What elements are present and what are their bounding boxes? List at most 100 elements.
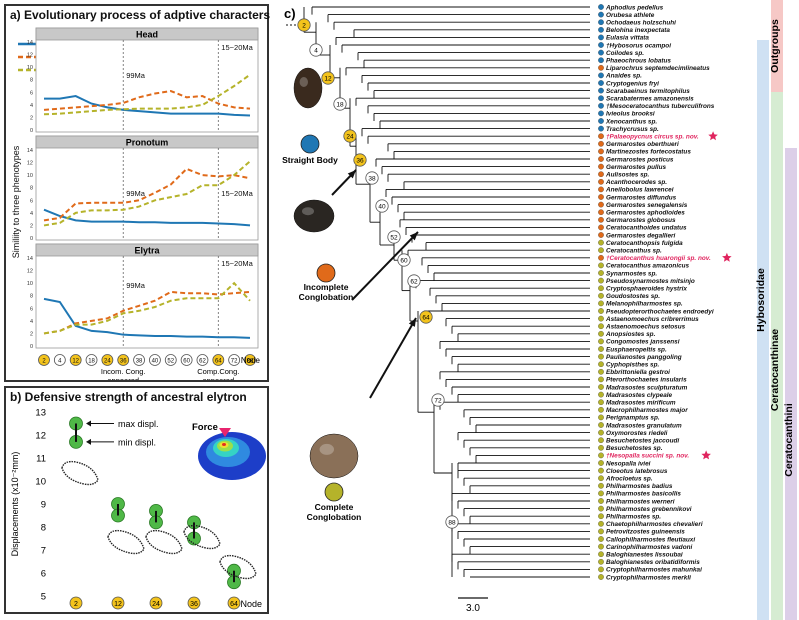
- node-label: 60: [183, 358, 190, 364]
- event-label-incom: Incom. Cong.: [101, 367, 146, 376]
- tree-node-circle: [387, 230, 401, 244]
- series-line-0: [44, 95, 251, 117]
- node-label: 24: [104, 358, 111, 364]
- node-circle: [111, 596, 125, 610]
- node-label: 88: [247, 358, 254, 364]
- tip-dot: [598, 414, 604, 421]
- subplot-title: Elytra: [134, 246, 160, 256]
- group-bar-1: [757, 40, 769, 620]
- taxon-label: †Ceratocanthus huarongii sp. nov.: [606, 255, 711, 262]
- tip-dot: [598, 34, 604, 41]
- subplot-title: Pronotum: [126, 138, 169, 148]
- annotation-99ma: 99Ma: [126, 281, 146, 290]
- tip-dot: [598, 262, 604, 269]
- group-bar-3: [785, 148, 797, 620]
- taxon-label: Germarostes oberthueri: [606, 141, 679, 148]
- tip-dot: [598, 118, 604, 124]
- group-label-0: Outgroups: [769, 19, 781, 73]
- tip-dot: [598, 140, 604, 147]
- tip-dot: [598, 72, 604, 79]
- taxon-label: Germarostes degallieri: [606, 232, 675, 239]
- taxon-label: Orubesa athlete: [606, 12, 655, 19]
- tip-dot: [598, 239, 604, 246]
- tip-dot: [598, 4, 604, 10]
- phenotype-arrow-head: [347, 170, 356, 179]
- force-heatmap: [198, 432, 266, 480]
- force-arrow-icon: [219, 428, 231, 437]
- group-bar-0: [771, 0, 783, 92]
- node-circle: [164, 354, 177, 366]
- event-label-comp: Comp.Cong.: [197, 367, 239, 376]
- taxon-label: Eulasia vittata: [606, 35, 649, 42]
- tip-dot: [598, 467, 604, 474]
- tip-dot: [598, 57, 604, 64]
- y-tick-label: 9: [41, 500, 46, 511]
- taxon-label: Cryptophilharmostes mahunkai: [606, 567, 702, 574]
- fossil-star-icon: [722, 252, 732, 262]
- taxon-label: Aphodius pedellus: [605, 4, 664, 11]
- tip-dot: [598, 254, 604, 261]
- phenotype-label: Incomplete: [304, 282, 349, 292]
- tip-dot: [598, 323, 604, 330]
- tip-dot: [598, 543, 604, 550]
- tip-dot: [598, 330, 604, 337]
- tip-dot: [598, 429, 604, 436]
- node-label: 62: [199, 358, 206, 364]
- y-tick-label: 10: [27, 281, 33, 287]
- tree-node-label: 88: [448, 519, 456, 526]
- taxon-label: Anopsiostes sp.: [605, 331, 656, 338]
- phylogenetic-tree: c)OutgroupsHybosoridaeCeratocanthinaeCer…: [282, 0, 797, 620]
- node-circle: [244, 354, 256, 366]
- series-line-0: [43, 208, 251, 227]
- taxon-label: Besuchetostes jaccoudi: [606, 438, 679, 445]
- beetle-highlight: [319, 443, 334, 455]
- y-tick-label: 8: [30, 294, 33, 300]
- taxon-label: Afrocloetus sp.: [605, 476, 653, 483]
- taxon-label: Oxymorostes riedeli: [606, 430, 668, 437]
- tip-dot: [598, 444, 604, 451]
- taxon-label: Astaenomoechus setosus: [605, 324, 686, 331]
- tip-dot: [598, 384, 604, 390]
- y-tick-label: 12: [35, 431, 46, 442]
- taxon-label: Ceratocanthus sp.: [606, 248, 662, 255]
- phenotype-arrow-head: [409, 232, 418, 241]
- taxon-label: Pseudopterorthochaetes endroedyi: [606, 308, 714, 315]
- max-displ-label: max displ.: [118, 419, 159, 429]
- group-label-2: Ceratocanthinae: [769, 329, 781, 411]
- subplot-header: [35, 243, 259, 257]
- taxon-label: Cyphopisthes sp.: [606, 362, 659, 369]
- taxon-label: Congomostes janssensi: [606, 339, 680, 346]
- node-circle: [149, 354, 161, 366]
- tip-dot: [598, 300, 604, 307]
- taxon-label: Germarostes diffundus: [606, 194, 677, 201]
- taxon-label: Germarostes posticus: [606, 156, 674, 163]
- panel-a-title: a) Evolutionary process of adptive chara…: [10, 8, 271, 22]
- node-circle: [187, 596, 201, 610]
- taxon-label: Macrophilharmostes major: [606, 407, 688, 414]
- tip-dot: [598, 201, 604, 208]
- tip-dot: [598, 26, 604, 33]
- taxon-label: Aneilobolus lawrencei: [605, 187, 674, 194]
- node-circle: [38, 354, 50, 366]
- taxon-label: Ceratocanthoides undatus: [606, 225, 687, 232]
- tip-dot: [598, 551, 604, 558]
- y-tick-label: 0: [30, 344, 33, 350]
- annotation-15-20ma: 15~20Ma: [221, 189, 253, 198]
- y-tick-label: 6: [30, 306, 33, 312]
- tree-node-circle: [321, 71, 335, 85]
- node-circle: [227, 596, 241, 610]
- tip-dot: [598, 110, 604, 117]
- y-tick-label: 2: [30, 331, 33, 337]
- y-tick-label: 12: [27, 269, 33, 275]
- y-tick-label: 8: [41, 523, 46, 534]
- node-label: 2: [42, 358, 46, 364]
- y-tick-label: 10: [27, 173, 33, 179]
- taxon-label: Astaenomoechus cribrerrimus: [605, 316, 699, 323]
- taxon-label: Scarabatermes amazonensis: [606, 96, 694, 103]
- tip-dot: [598, 292, 604, 299]
- beetle-highlight: [302, 207, 314, 216]
- node-label: 24: [152, 601, 160, 608]
- panel-a: a) Evolutionary process of adptive chara…: [4, 4, 271, 382]
